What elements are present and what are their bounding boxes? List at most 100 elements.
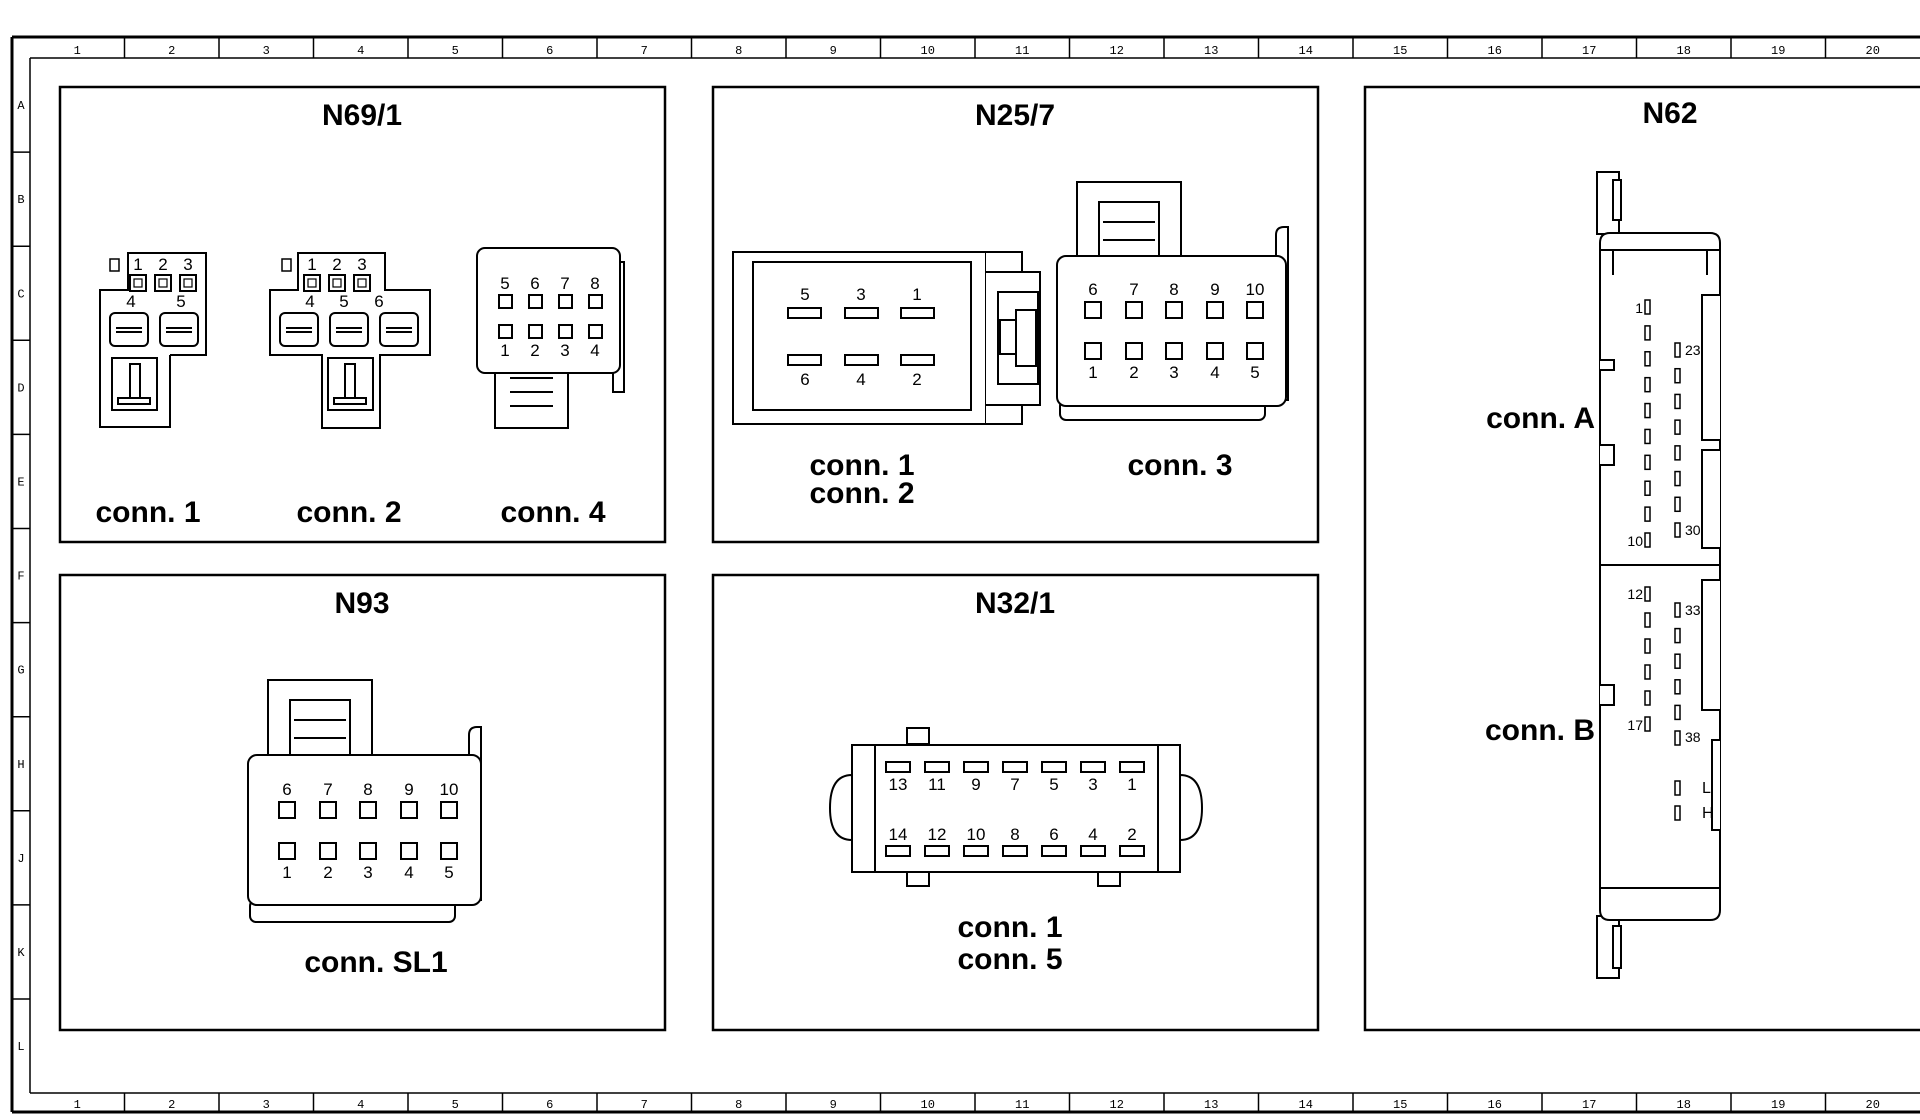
pin-cavity — [1125, 301, 1143, 319]
column-label: 19 — [1771, 1098, 1785, 1112]
panel-n32-1-box — [711, 573, 1320, 1032]
n25-7-conn3-pin: 4 — [1210, 363, 1219, 382]
pin-cavity — [1165, 301, 1183, 319]
row-label: B — [17, 193, 24, 207]
n93-pin: 1 — [282, 863, 291, 882]
pin-cavity — [303, 274, 321, 292]
pin-cavity — [1644, 376, 1651, 393]
n32-1-conn5-label: conn. 5 — [957, 943, 1062, 976]
column-label: 1 — [74, 1098, 81, 1112]
panel-title-n69-1: N69/1 — [322, 99, 402, 132]
n25-7-conn3-drawing — [1056, 181, 1289, 421]
column-label: 15 — [1393, 44, 1407, 58]
column-ticks — [123, 37, 1827, 1112]
n32-1-pin: 12 — [928, 825, 947, 844]
pin-cavity — [353, 274, 371, 292]
n32-1-pin: 3 — [1088, 775, 1097, 794]
pin-cavity — [1125, 342, 1143, 360]
column-label: 9 — [830, 44, 837, 58]
n25-7-conn1-pin: 4 — [856, 370, 865, 389]
pin-cavity — [1246, 342, 1264, 360]
n32-1-pin: 14 — [889, 825, 908, 844]
panel-title-n93: N93 — [334, 587, 389, 620]
row-label: C — [17, 287, 24, 301]
n93-pin: 5 — [444, 863, 453, 882]
n62-conn-a-label: conn. A — [1486, 402, 1595, 435]
pin-slot — [924, 761, 950, 773]
pin-cavity — [1674, 602, 1681, 618]
column-label: 5 — [452, 44, 459, 58]
n25-7-conn1-pin: 2 — [912, 370, 921, 389]
n69-1-conn4-pin: 8 — [590, 274, 599, 293]
panel-n25-7: N25/7 5 3 1 6 4 2 conn. 1 conn. — [732, 99, 1289, 510]
n69-1-conn4-pin: 3 — [560, 341, 569, 360]
n62-conn-b-pin: L — [1702, 780, 1711, 797]
pin-cavity — [1644, 325, 1651, 341]
pin-cavity — [1246, 301, 1264, 319]
n93-conn-sl1-label: conn. SL1 — [304, 946, 447, 979]
n25-7-conn3-pin: 2 — [1129, 363, 1138, 382]
panel-title-n32-1: N32/1 — [975, 587, 1055, 620]
pin-cavity — [1674, 470, 1681, 487]
column-label: 3 — [263, 44, 270, 58]
pin-slot — [963, 845, 989, 857]
pin-cavity — [528, 324, 543, 339]
n93-pin: 2 — [323, 863, 332, 882]
column-label: 4 — [357, 1098, 364, 1112]
pin-cavity — [328, 274, 346, 292]
column-label: 4 — [357, 44, 364, 58]
n25-7-conn1-pin: 6 — [800, 370, 809, 389]
pin-cavity — [1674, 342, 1681, 358]
n69-1-conn4-pin: 4 — [590, 341, 599, 360]
n25-7-conn2-label: conn. 2 — [809, 477, 914, 510]
row-label: H — [17, 758, 24, 772]
n69-1-conn2-pin: 4 — [305, 292, 314, 311]
column-label: 9 — [830, 1098, 837, 1112]
n25-7-conn1-pin: 3 — [856, 285, 865, 304]
pin-cavity — [1644, 612, 1651, 628]
column-label: 13 — [1204, 44, 1218, 58]
pin-cavity — [588, 294, 603, 309]
n25-7-conn1-pin: 1 — [912, 285, 921, 304]
pin-cavity — [1165, 342, 1183, 360]
pin-cavity — [1644, 716, 1651, 732]
n62-conn-b-pin: 12 — [1627, 586, 1643, 602]
n62-conn-a-pin: 1 — [1635, 300, 1643, 316]
n93-pin: 9 — [404, 780, 413, 799]
column-label: 18 — [1677, 44, 1691, 58]
n25-7-conn3-pin: 5 — [1250, 363, 1259, 382]
n32-1-pin: 7 — [1010, 775, 1019, 794]
column-label: 10 — [921, 1098, 935, 1112]
pin-slot — [787, 307, 822, 319]
pin-slot — [1080, 761, 1106, 773]
n62-conn-b-pin: H — [1702, 805, 1714, 822]
n25-7-conn3-pin: 8 — [1169, 280, 1178, 299]
row-label: G — [17, 664, 24, 678]
n62-module-drawing — [1596, 171, 1721, 979]
n32-1-pin: 11 — [928, 775, 946, 794]
n32-1-pin: 13 — [889, 775, 908, 794]
panel-n62-box — [1363, 85, 1920, 1032]
pin-slot — [1041, 761, 1067, 773]
n69-1-conn2-label: conn. 2 — [296, 496, 401, 529]
n32-1-pin: 8 — [1010, 825, 1019, 844]
pin-cavity — [440, 842, 458, 860]
pin-cavity — [1644, 664, 1651, 680]
pin-slot — [924, 845, 950, 857]
panel-title-n62: N62 — [1642, 97, 1697, 130]
pin-slot — [900, 354, 935, 366]
pin-cavity — [1644, 532, 1651, 548]
column-label: 10 — [921, 44, 935, 58]
row-label: J — [17, 852, 24, 866]
pin-cavity — [1644, 506, 1651, 522]
pin-cavity — [1206, 301, 1224, 319]
n25-7-conn3-label: conn. 3 — [1127, 449, 1232, 482]
panel-n69-1-box — [58, 85, 667, 544]
row-label: A — [17, 99, 25, 113]
pin-cavity — [1644, 480, 1651, 496]
n69-1-conn4-pin: 6 — [530, 274, 539, 293]
n69-1-conn2-pin: 6 — [374, 292, 383, 311]
column-label: 12 — [1110, 44, 1124, 58]
n93-pin: 4 — [404, 863, 413, 882]
pin-cavity — [319, 842, 337, 860]
